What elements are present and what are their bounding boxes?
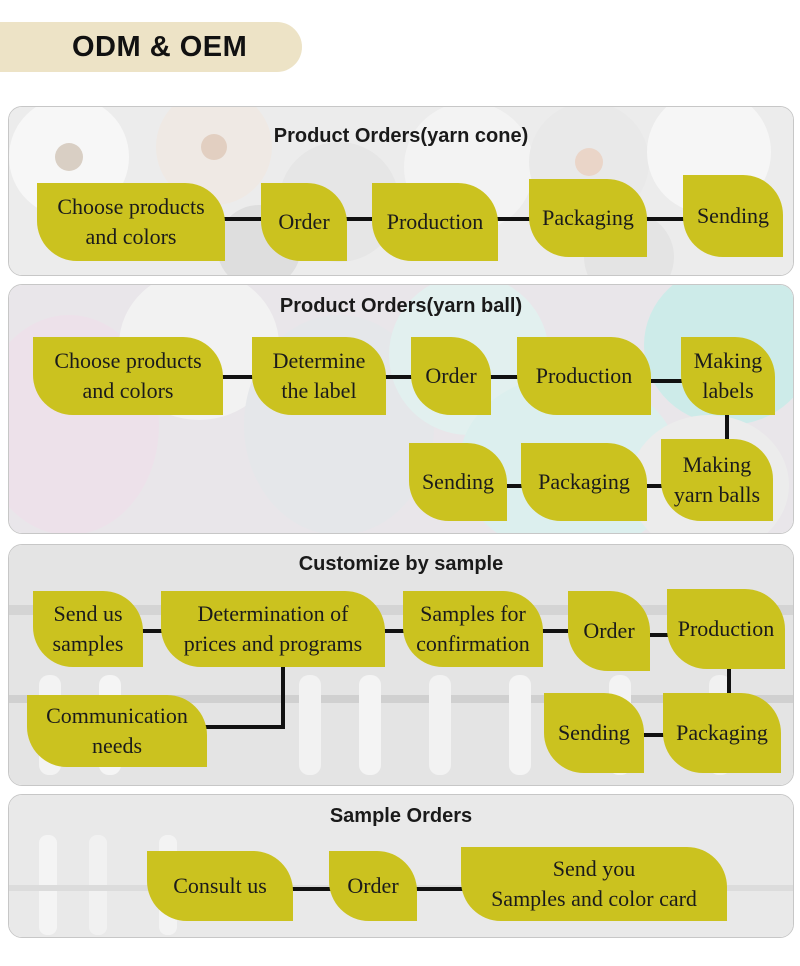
connector-line (281, 667, 285, 729)
section-yarn-ball: Product Orders(yarn ball) Choose product… (8, 284, 794, 534)
section-yarn-cone: Product Orders(yarn cone) Choose product… (8, 106, 794, 276)
connector-line (539, 629, 574, 633)
step-sending: Sending (544, 693, 644, 773)
connector-line (199, 725, 285, 729)
step-determine-label: Determine the label (252, 337, 386, 415)
connector-line (649, 633, 674, 637)
connector-line (489, 375, 529, 379)
step-samples-confirmation: Samples for confirmation (403, 591, 543, 667)
connector-line (384, 375, 419, 379)
step-making-yarn-balls: Making yarn balls (661, 439, 773, 521)
section-sample-orders: Sample Orders Consult us Order Send you … (8, 794, 794, 938)
connector-line (725, 407, 729, 447)
connector-line (414, 887, 469, 891)
step-order: Order (261, 183, 347, 261)
section-title: Sample Orders (329, 805, 473, 827)
connector-line (139, 629, 169, 633)
step-send-samples: Send us samples (33, 591, 143, 667)
connector-line (639, 484, 669, 488)
connector-line (379, 629, 409, 633)
step-order: Order (411, 337, 491, 415)
step-packaging: Packaging (663, 693, 781, 773)
step-choose-products: Choose products and colors (37, 183, 225, 261)
connector-line (644, 217, 689, 221)
step-production: Production (372, 183, 498, 261)
connector-line (504, 484, 529, 488)
connector-line (224, 217, 264, 221)
step-sending: Sending (683, 175, 783, 257)
step-order: Order (329, 851, 417, 921)
step-sending: Sending (409, 443, 507, 521)
connector-line (219, 375, 269, 379)
step-send-samples-color-card: Send you Samples and color card (461, 847, 727, 921)
connector-line (289, 887, 334, 891)
step-communication-needs: Communication needs (27, 695, 207, 767)
header-tab: ODM & OEM (0, 22, 302, 72)
connector-line (641, 733, 671, 737)
step-determination-prices: Determination of prices and programs (161, 591, 385, 667)
section-title: Product Orders(yarn cone) (273, 125, 529, 147)
connector-line (727, 667, 731, 697)
page-title: ODM & OEM (72, 31, 248, 63)
section-customize-sample: Customize by sample Send us samples Dete… (8, 544, 794, 786)
step-order: Order (568, 591, 650, 671)
section-title: Product Orders(yarn ball) (279, 295, 523, 317)
step-packaging: Packaging (529, 179, 647, 257)
step-production: Production (517, 337, 651, 415)
section-title: Customize by sample (298, 553, 504, 575)
connector-line (344, 217, 384, 221)
step-consult-us: Consult us (147, 851, 293, 921)
connector-line (649, 379, 689, 383)
step-production: Production (667, 589, 785, 669)
step-choose-products: Choose products and colors (33, 337, 223, 415)
step-packaging: Packaging (521, 443, 647, 521)
connector-line (494, 217, 534, 221)
step-making-labels: Making labels (681, 337, 775, 415)
